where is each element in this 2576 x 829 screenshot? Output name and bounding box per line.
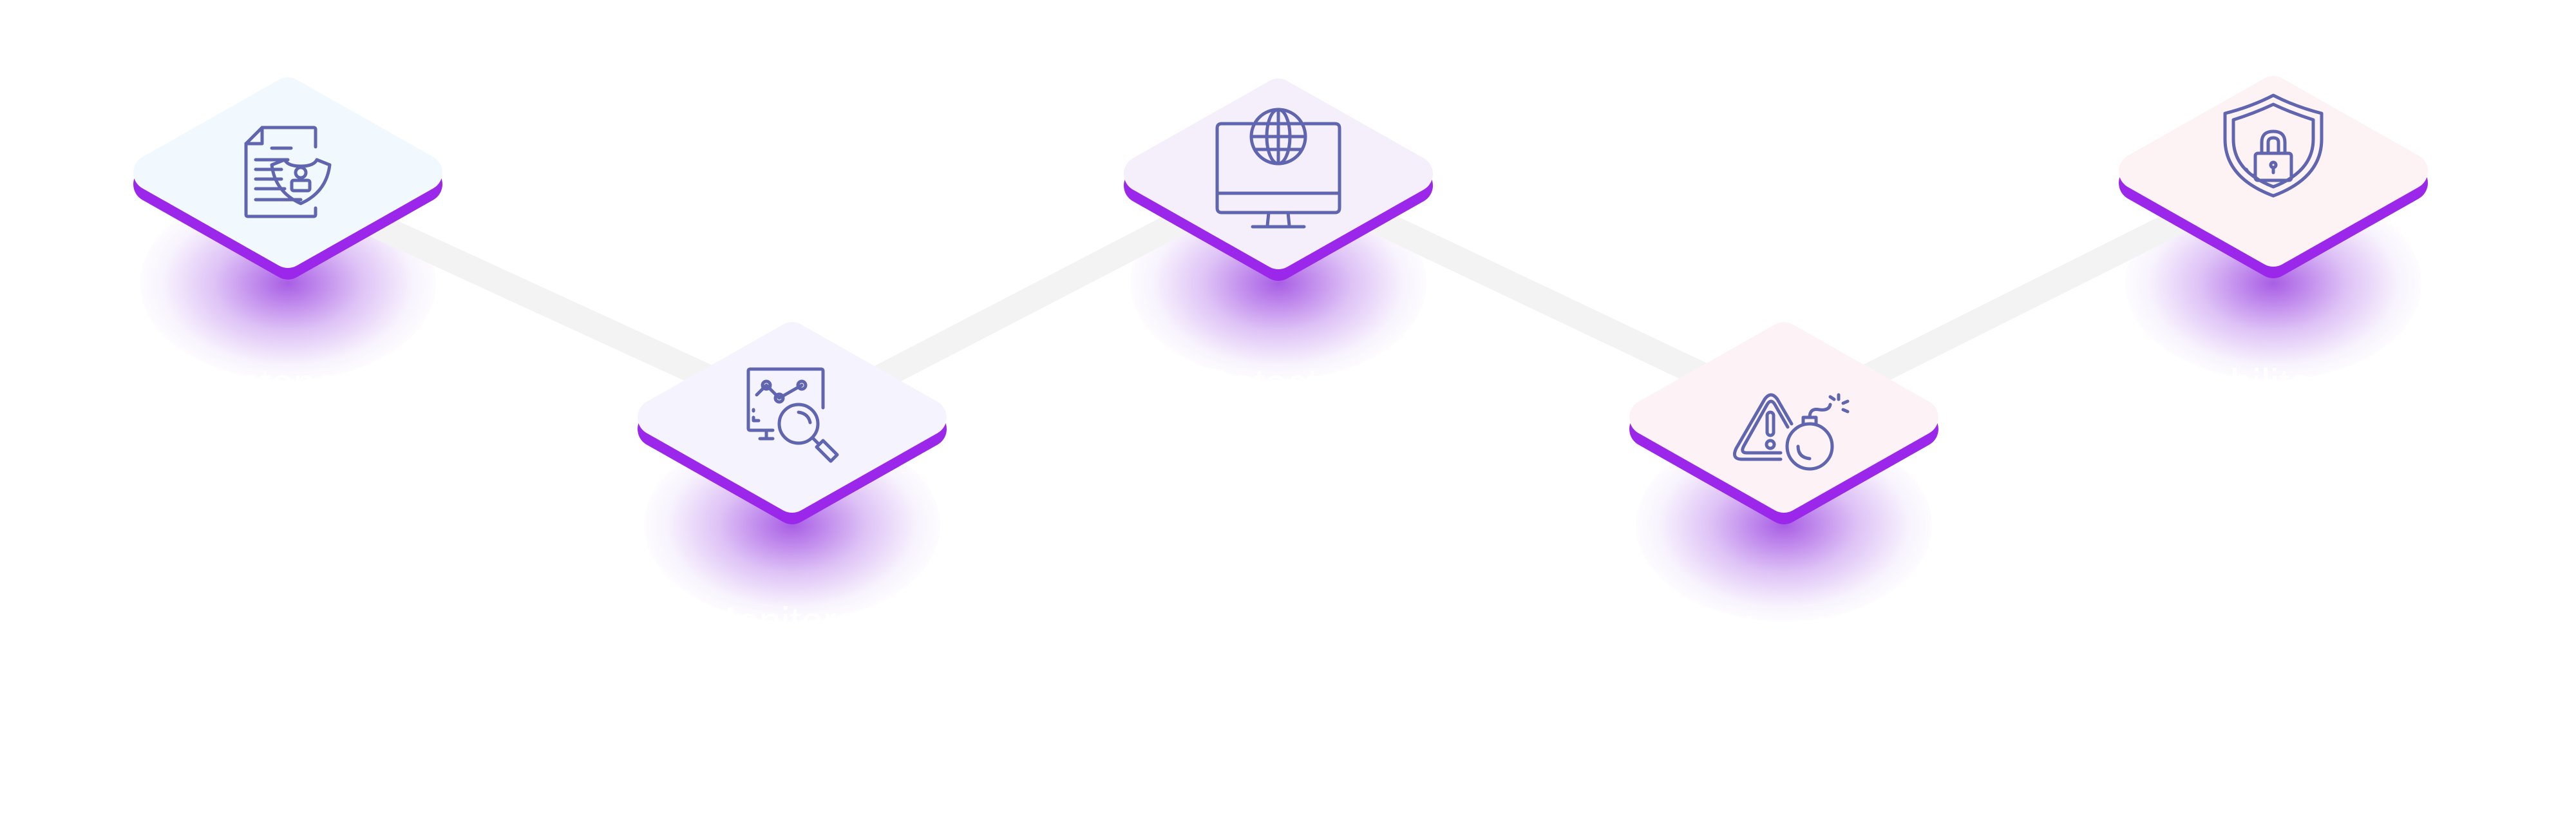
step-1-tile <box>133 77 442 280</box>
analytics-search-icon <box>746 367 839 463</box>
shield-lock-icon <box>2223 93 2324 198</box>
connector-3-4 <box>1340 194 1732 399</box>
step-4-label: Combatir amenazas <box>1605 609 1963 654</box>
step-3-label: Detectar <box>1202 361 1354 406</box>
step-4-tile <box>1629 322 1938 524</box>
connector-4-5 <box>1842 195 2215 398</box>
document-shield-icon <box>244 126 332 218</box>
connectors <box>329 194 2215 399</box>
step-1-label: Mantener la <box>182 361 393 406</box>
step-5-tile <box>2119 76 2428 278</box>
step-3-tile <box>1124 79 1433 281</box>
step-5-label: Habilitar el <box>2179 361 2368 406</box>
warning-bomb-icon <box>1733 393 1850 471</box>
connector-1-2 <box>329 194 734 399</box>
connector-2-3 <box>857 195 1217 398</box>
step-2-tile <box>638 322 947 524</box>
step-2-label: Monitoreo <box>703 600 881 644</box>
globe-monitor-icon <box>1215 108 1341 229</box>
